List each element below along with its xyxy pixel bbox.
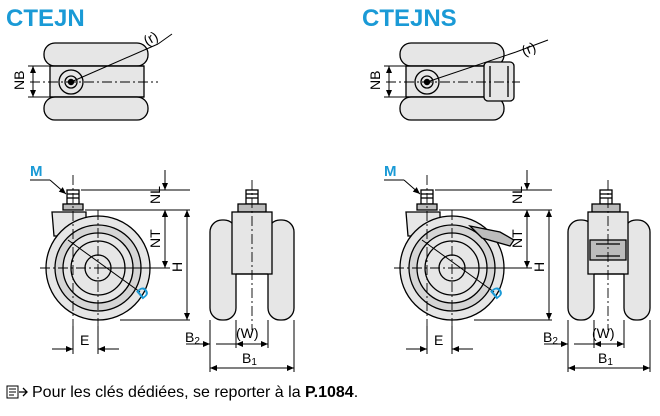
nl-label-left: NL	[147, 186, 163, 204]
r-label-left: (r)	[141, 28, 161, 49]
nl-label-right: NL	[509, 186, 525, 204]
page-reference-icon	[6, 385, 28, 399]
r-label-right: (r)	[519, 39, 538, 59]
m-leader-left	[30, 179, 67, 195]
front-view-ctejn	[209, 180, 295, 330]
footnote: Pour les clés dédiées, se reporter à la …	[6, 384, 358, 402]
side-view-ctejns	[394, 175, 515, 326]
nb-label-left: NB	[11, 71, 27, 90]
nb-label-right: NB	[367, 71, 383, 90]
technical-drawing: NB (r) NB (r)	[11, 28, 651, 372]
b1-label-left: B1	[242, 350, 257, 368]
w-label-left: (W)	[236, 325, 259, 341]
m-label-left: M	[30, 163, 43, 180]
b2-label-right: B2	[543, 329, 558, 347]
r-leader-right	[426, 39, 549, 83]
top-view-ctejns	[386, 42, 520, 121]
e-dimension-left	[52, 326, 119, 354]
h-label-right: H	[531, 262, 547, 272]
width-dimensions-right	[544, 320, 651, 372]
m-label-right: M	[384, 163, 397, 180]
nb-dimension-left	[28, 65, 50, 98]
footnote-text: Pour les clés dédiées, se reporter à la	[32, 384, 306, 401]
title-cte-jns: CTEJNS	[362, 5, 457, 32]
side-view-ctejn	[40, 175, 156, 326]
w-label-right: (W)	[592, 325, 615, 341]
m-leader-right	[384, 179, 421, 195]
r-leader-left	[70, 33, 173, 83]
b2-label-left: B2	[185, 329, 200, 347]
nt-label-right: NT	[509, 229, 525, 248]
nb-dimension-right	[384, 65, 406, 98]
page-reference-link[interactable]: P.1084	[305, 384, 354, 401]
front-view-ctejns	[567, 180, 651, 330]
height-dimensions-left	[81, 170, 190, 321]
height-dimensions-right	[435, 170, 552, 321]
e-dimension-right	[406, 326, 473, 354]
nt-label-left: NT	[147, 229, 163, 248]
e-label-right: E	[434, 332, 443, 348]
width-dimensions-left	[186, 320, 295, 372]
title-cte-jn: CTEJN	[6, 5, 85, 32]
footnote-end: .	[353, 384, 359, 401]
top-view-ctejn	[30, 42, 158, 121]
b1-label-right: B1	[598, 350, 613, 368]
e-label-left: E	[80, 332, 89, 348]
h-label-left: H	[169, 262, 185, 272]
